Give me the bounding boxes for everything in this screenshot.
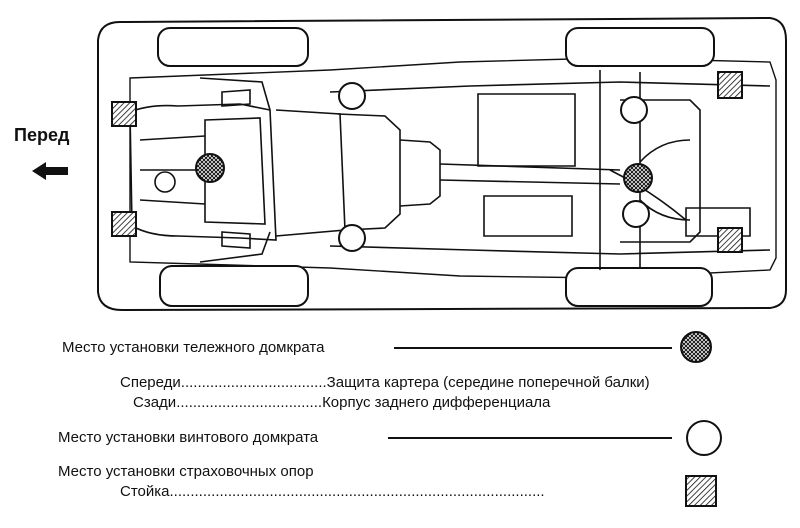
chassis-details — [129, 70, 771, 270]
legend-rear-label: Сзади — [133, 394, 177, 411]
legend-screw-title: Место установки винтового домкрата — [58, 429, 319, 446]
screw-jack-points — [338, 82, 650, 252]
stand-point-rear-left — [717, 71, 743, 99]
crosshatch-circle-icon — [680, 331, 712, 363]
legend-trolley-rear: Сзади...................................… — [133, 394, 550, 412]
screw-jack-point-rear-left — [620, 96, 648, 124]
vehicle-outline — [97, 16, 787, 312]
wheel-rear-right — [565, 267, 713, 307]
legend-rear-dots: ................................... — [176, 394, 323, 411]
legend-stands-item: Стойка..................................… — [120, 483, 545, 501]
trolley-jack-point-rear — [623, 163, 653, 193]
stand-point-front-left — [111, 101, 137, 127]
wheel-rear-left — [565, 27, 715, 67]
legend-front-dots: ................................... — [180, 374, 327, 391]
legend-stand-label: Стойка — [120, 483, 170, 500]
legend-trolley-front: Спереди.................................… — [120, 374, 650, 392]
screw-jack-point-front-left — [338, 82, 366, 110]
legend-trolley-title: Место установки тележного домкрата — [62, 339, 325, 356]
hatched-square-icon — [685, 475, 717, 507]
legend-rear-value: Корпус заднего дифференциала — [322, 394, 551, 411]
wheel-front-left — [157, 27, 309, 67]
arrow-left-icon — [32, 162, 68, 180]
wheels — [157, 27, 715, 307]
legend-front-value: Защита картера (середине поперечной балк… — [326, 374, 650, 391]
legend-stand-dots: ........................................… — [169, 483, 545, 500]
trolley-jack-point-front — [195, 153, 225, 183]
stand-point-front-right — [111, 211, 137, 237]
open-circle-icon — [686, 420, 722, 456]
screw-jack-point-front-right — [338, 224, 366, 252]
stand-point-rear-right — [717, 227, 743, 253]
safety-stand-points — [111, 71, 743, 253]
screw-jack-point-rear-right — [622, 200, 650, 228]
legend-stands-title: Место установки страховочных опор — [58, 463, 314, 480]
wheel-front-right — [159, 265, 309, 307]
direction-label: Перед — [14, 125, 70, 145]
legend-front-label: Спереди — [120, 374, 181, 391]
